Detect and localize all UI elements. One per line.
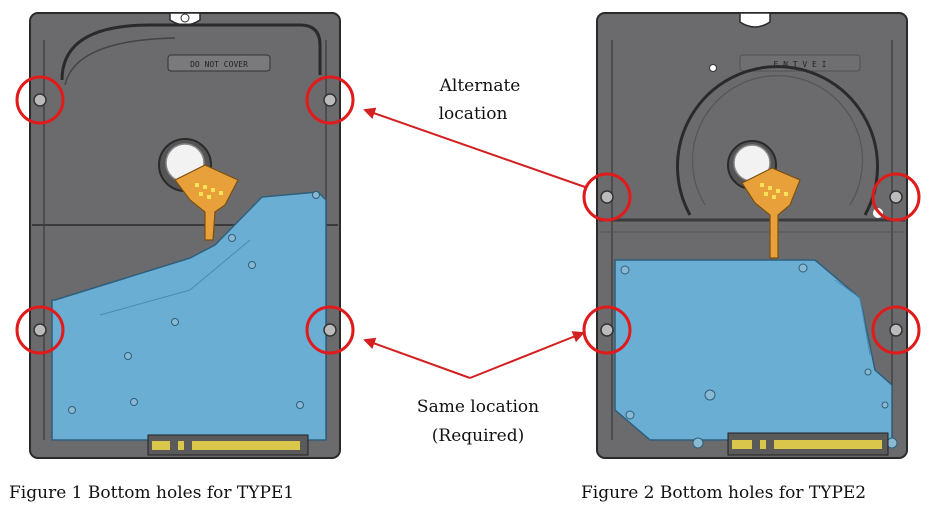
drive-type2-required-hole-right [871,305,921,355]
drive-type1-flex [174,164,239,241]
drive-type2: E N T V E I [582,12,921,459]
drive-type1-alternate-hole-right [305,75,355,125]
alternate-location-label-line2: location [439,104,508,124]
same-location-label-line1: Same location [417,397,539,417]
same-location-arrow-right [469,331,585,379]
drive-type1-required-hole-left [15,305,65,355]
drive-type2-notch [739,12,771,28]
figure2-caption: Figure 2 Bottom holes for TYPE2 [581,483,866,503]
drive-type2-pcb [614,259,893,441]
same-location-label-line2: (Required) [432,426,524,446]
drive-type2-holes [600,190,903,337]
drive-type1-pcb [51,191,327,441]
drive-type2-alternate-hole-left [582,172,632,222]
drive-type1: DO NOT COVER [15,12,355,459]
drive-type1-alternate-hole-left [15,75,65,125]
same-location-arrow-left [363,337,471,379]
drive-type2-flex [741,167,801,259]
drive-type1-required-hole-right [305,305,355,355]
alternate-location-label-line1: Alternate [439,76,521,96]
drive-type2-cover-label: E N T V E I [774,60,827,69]
drive-type1-cover-label-plate [167,54,271,72]
drive-type1-holes [33,93,337,337]
drive-type1-cover-label: DO NOT COVER [190,60,248,69]
drive-type2-alternate-hole-right [871,172,921,222]
alternate-location-arrow [363,107,586,188]
drive-type2-required-hole-left [582,305,632,355]
figure1-caption: Figure 1 Bottom holes for TYPE1 [9,483,294,503]
